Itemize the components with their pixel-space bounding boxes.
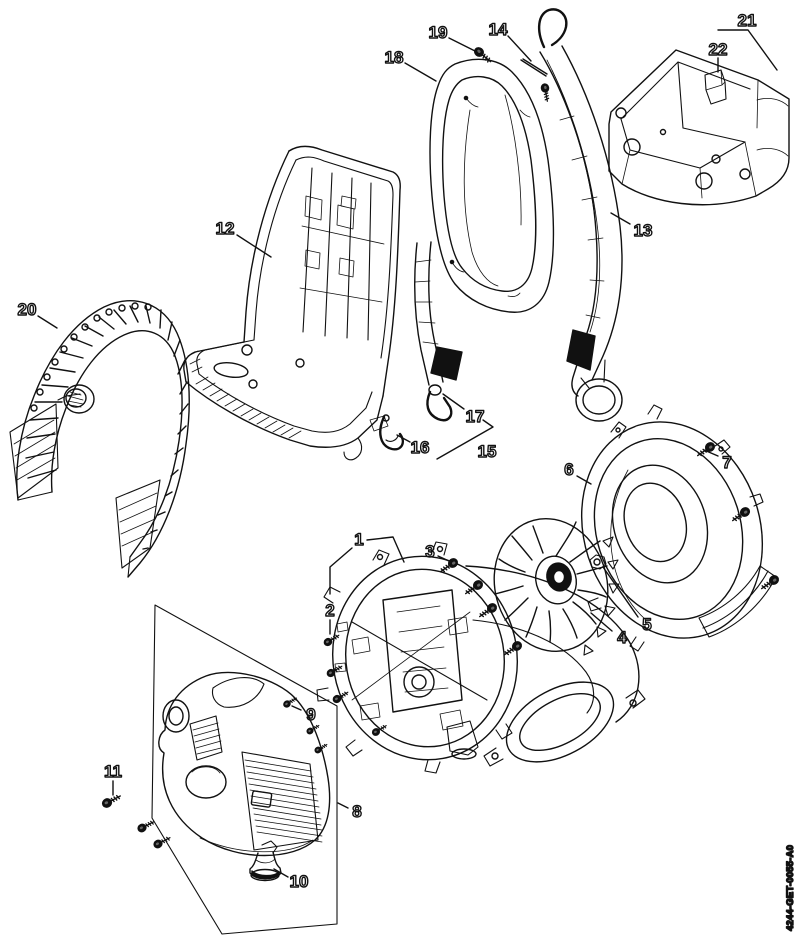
callout-label-20: 20 xyxy=(18,300,37,319)
callout-label-2: 2 xyxy=(325,601,334,620)
screw-3d xyxy=(501,639,524,659)
callout-leader-14 xyxy=(507,35,532,62)
part-backpad-frame-drawing xyxy=(429,58,555,313)
callout-leader-12 xyxy=(236,234,272,258)
callout-label-21: 21 xyxy=(738,11,757,30)
part-container-box-drawing xyxy=(608,49,790,206)
callout-label-6: 6 xyxy=(564,460,573,479)
callout-leader-20 xyxy=(37,315,58,329)
part-frame-8-drawing xyxy=(151,604,338,935)
part-pin-drawing xyxy=(520,58,548,77)
screw-11 xyxy=(100,791,123,810)
callout-label-8: 8 xyxy=(352,802,361,821)
screw-2c xyxy=(331,688,351,705)
screw-frame-a xyxy=(136,817,157,834)
screw-3b xyxy=(462,578,485,598)
callout-label-3: 3 xyxy=(425,542,434,561)
part-fan-cover-drawing xyxy=(580,404,777,652)
part-hip-cushion-drawing xyxy=(9,300,190,578)
callout-leader-17 xyxy=(442,393,465,410)
fasteners xyxy=(100,45,781,850)
callout-leader-21 xyxy=(717,29,778,71)
callout-label-10: 10 xyxy=(290,872,309,891)
callout-leader-10 xyxy=(273,868,289,878)
screw-9c xyxy=(313,741,329,755)
screw-frame-b xyxy=(152,833,173,850)
callout-leader-1 xyxy=(366,536,405,563)
part-shoulder-strap-drawing xyxy=(537,8,623,422)
cushion-ribs xyxy=(25,305,189,550)
document-code: 4244-GET-0055-A0 xyxy=(785,845,796,931)
screw-19 xyxy=(472,45,494,66)
callout-label-12: 12 xyxy=(216,219,235,238)
part-engine-cover-drawing xyxy=(158,671,331,857)
fan-blades xyxy=(494,521,608,643)
part-strap-17-drawing xyxy=(413,241,463,422)
callout-label-18: 18 xyxy=(385,48,404,67)
callout-leader-15 xyxy=(436,419,494,460)
callout-label-16: 16 xyxy=(411,438,430,457)
callout-label-13: 13 xyxy=(634,221,653,240)
callout-leader-13 xyxy=(610,212,631,225)
callout-label-17: 17 xyxy=(466,407,485,426)
callout-leader-3 xyxy=(437,555,450,562)
callout-leader-6 xyxy=(576,475,592,485)
screw-9a xyxy=(282,694,299,709)
callout-label-15: 15 xyxy=(478,442,497,461)
callout-leader-5 xyxy=(602,566,639,618)
callout-label-4: 4 xyxy=(617,628,627,647)
callout-leader-1 xyxy=(329,547,353,595)
callout-label-5: 5 xyxy=(642,615,651,634)
screw-2 xyxy=(322,631,342,648)
callout-leader-8 xyxy=(337,802,349,809)
callout-leader-9 xyxy=(291,705,302,711)
callout-leader-18 xyxy=(404,62,437,82)
callout-label-9: 9 xyxy=(306,705,315,724)
callout-leader-19 xyxy=(448,37,478,53)
callout-label-19: 19 xyxy=(429,23,448,42)
screw-7c xyxy=(758,573,781,593)
callout-label-14: 14 xyxy=(489,20,508,39)
callout-leader-7 xyxy=(703,449,719,457)
part-buffer-drawing xyxy=(249,840,282,882)
screw-3c xyxy=(476,601,499,621)
screw-extra xyxy=(370,722,389,738)
callout-leader-16 xyxy=(396,434,411,443)
callout-label-1: 1 xyxy=(354,530,363,549)
cushion-scallops xyxy=(30,302,152,412)
part-nut-5-drawing xyxy=(589,554,607,570)
part-hook-16-drawing xyxy=(379,414,404,451)
callout-label-22: 22 xyxy=(709,40,728,59)
callout-label-11: 11 xyxy=(104,762,122,781)
part-backplate-drawing xyxy=(183,145,401,461)
screw-near-pin xyxy=(540,82,552,103)
callout-leader-4 xyxy=(590,612,613,632)
callout-label-7: 7 xyxy=(722,453,731,472)
